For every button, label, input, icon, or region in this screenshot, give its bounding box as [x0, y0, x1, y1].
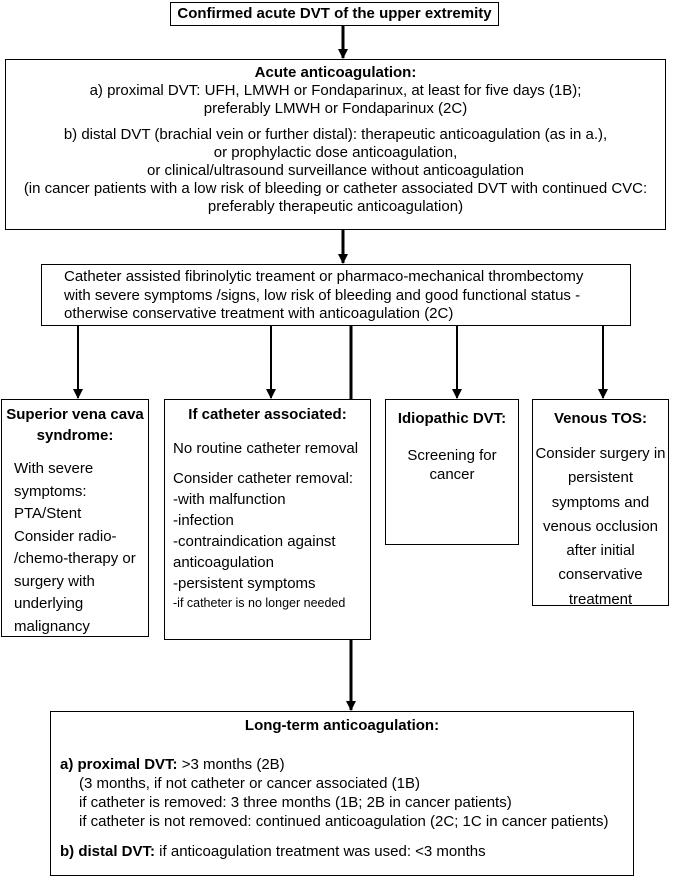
svc-line: surgery with [14, 572, 95, 590]
svc-line: malignancy [14, 617, 90, 635]
catheter-item: -persistent symptoms [173, 575, 316, 592]
long-term-heading: Long-term anticoagulation: [244, 717, 440, 734]
catheter-line-2: Consider catheter removal: [173, 470, 354, 487]
catheter-small-item: -if catheter is no longer needed [173, 596, 346, 610]
tos-line: treatment [568, 590, 633, 608]
long-term-a-row: a) proximal DVT: >3 months (2B) [60, 755, 633, 774]
acute-line-b4: (in cancer patients with a low risk of b… [23, 180, 648, 197]
acute-line-b1: b) distal DVT (brachial vein or further … [63, 126, 608, 143]
catheter-assisted-line: with severe symptoms /signs, low risk of… [64, 286, 581, 304]
tos-line: conservative [558, 566, 643, 584]
idiopathic-text-1: Screening for [407, 447, 497, 464]
svc-line: PTA/Stent [14, 505, 82, 522]
svc-line: /chemo-therapy or [14, 550, 136, 567]
long-term-a-text: >3 months (2B) [177, 756, 285, 773]
acute-anticoagulation-box: Acute anticoagulation: a) proximal DVT: … [5, 59, 666, 230]
catheter-assisted-box: Catheter assisted fibrinolytic treament … [41, 264, 631, 326]
tos-line: venous occlusion [542, 517, 659, 535]
catheter-line-1: No routine catheter removal [173, 440, 359, 457]
long-term-a-sub: if catheter is removed: 3 three months (… [79, 794, 512, 811]
tos-line: after initial [566, 542, 635, 560]
catheter-item: -with malfunction [173, 491, 286, 508]
long-term-b-row: b) distal DVT: if anticoagulation treatm… [60, 842, 633, 861]
long-term-a-sub: (3 months, if not catheter or cancer ass… [79, 775, 420, 792]
tos-line: Consider surgery in [535, 445, 666, 462]
idiopathic-heading: Idiopathic DVT: [397, 410, 507, 427]
tos-line: persistent [567, 469, 634, 487]
tos-line: symptoms and [551, 493, 650, 511]
acute-line-b2: or prophylactic dose anticoagulation, [213, 144, 458, 161]
tos-heading: Venous TOS: [553, 410, 648, 427]
svc-line: With severe [14, 460, 94, 477]
idiopathic-text-2: cancer [429, 466, 475, 483]
long-term-b-label: b) distal DVT: [60, 843, 156, 860]
catheter-assisted-line: Catheter assisted fibrinolytic treament … [64, 268, 584, 285]
catheter-item: -contraindication against [173, 533, 336, 550]
catheter-assisted-line: otherwise conservative treatment with an… [64, 305, 454, 322]
catheter-associated-heading: If catheter associated: [188, 406, 347, 423]
catheter-item: anticoagulation [173, 554, 274, 571]
top-box: Confirmed acute DVT of the upper extremi… [170, 2, 499, 26]
acute-line-a1: a) proximal DVT: UFH, LMWH or Fondaparin… [89, 82, 582, 99]
top-title: Confirmed acute DVT of the upper extremi… [177, 5, 492, 22]
acute-heading: Acute anticoagulation: [254, 64, 417, 81]
long-term-box: Long-term anticoagulation: a) proximal D… [50, 711, 634, 876]
svc-line: Consider radio- [14, 527, 117, 545]
svc-heading-2: syndrome: [36, 427, 114, 444]
long-term-a-sub: if catheter is not removed: continued an… [79, 813, 609, 830]
catheter-associated-box: If catheter associated: No routine cathe… [164, 399, 371, 640]
acute-line-a2: preferably LMWH or Fondaparinux (2C) [203, 100, 468, 117]
svc-line: underlying [14, 595, 84, 612]
svc-heading-1: Superior vena cava [6, 406, 144, 423]
venous-tos-box: Venous TOS: Consider surgery in persiste… [532, 399, 669, 608]
acute-line-b3: or clinical/ultrasound surveillance with… [147, 162, 524, 179]
acute-line-b5: preferably therapeutic anticoagulation) [207, 198, 464, 215]
svc-syndrome-box: Superior vena cava syndrome: With severe… [1, 399, 149, 637]
long-term-a-label: a) proximal DVT: [60, 756, 178, 773]
catheter-item: -infection [173, 512, 234, 529]
idiopathic-box: Idiopathic DVT: Screening for cancer [385, 399, 519, 545]
long-term-b-text: if anticoagulation treatment was used: <… [155, 843, 486, 860]
svc-list: With severe symptoms: PTA/Stent Consider… [14, 458, 148, 638]
svc-line: symptoms: [14, 482, 87, 500]
